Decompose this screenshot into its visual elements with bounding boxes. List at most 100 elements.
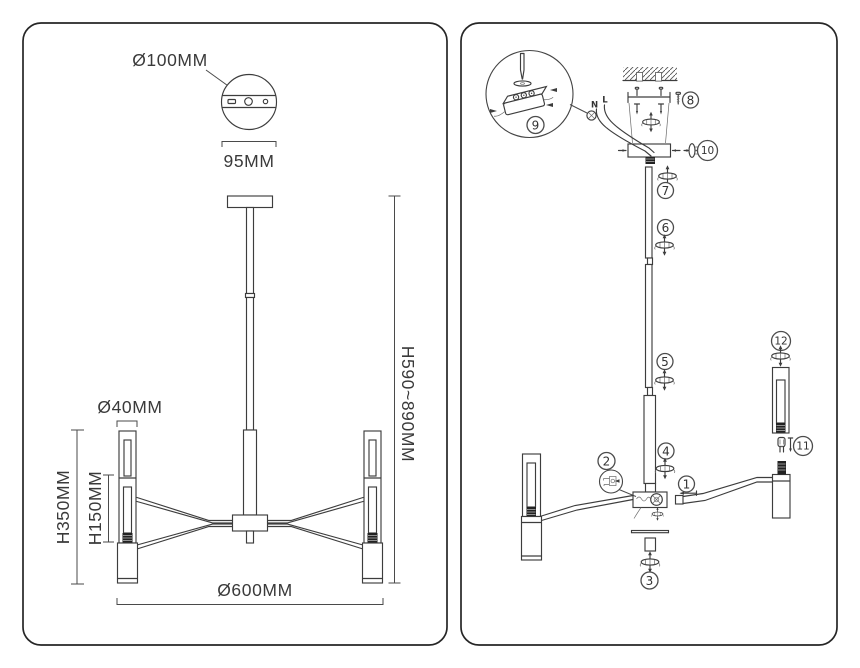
right-lamp	[361, 430, 384, 584]
step-number-9: 9	[532, 119, 540, 133]
step-badge-11	[792, 435, 814, 457]
dim-canopy-width: 95MM	[223, 151, 274, 171]
projection-lines	[628, 102, 670, 144]
insert-arrow-down	[787, 437, 794, 450]
canopy-nipple	[645, 157, 655, 164]
dim-canopy-diameter: Ø100MM	[132, 50, 208, 70]
lamp-cup	[520, 515, 543, 561]
step-number-7: 7	[662, 184, 670, 198]
terminal-block-icon	[493, 85, 554, 117]
wire-live	[603, 104, 655, 154]
step-badge-4	[657, 442, 675, 460]
arrow-icon	[550, 88, 557, 92]
inner-tube-upper	[123, 439, 132, 477]
canopy-center-hole	[244, 97, 253, 106]
canopy-side-hole	[262, 98, 269, 105]
hub-wires	[636, 496, 651, 502]
step-badge-7	[656, 181, 675, 200]
step-badge-5	[656, 352, 674, 371]
step-number-1: 1	[683, 478, 691, 492]
arrow-icon	[490, 109, 497, 113]
dim-bracket-h350	[71, 429, 84, 585]
dim-height-range: H590~890MM	[398, 346, 418, 462]
wire-neutral	[595, 108, 652, 157]
dim-lamp-height: H350MM	[53, 470, 73, 545]
lower-tube	[643, 394, 657, 485]
wire-label-live: L	[602, 96, 608, 106]
rod-connector	[646, 257, 654, 266]
screw-up-icon	[634, 86, 664, 97]
screw-icon	[675, 91, 681, 105]
ceiling-hatch	[622, 67, 678, 82]
canopy-band	[221, 94, 277, 109]
socket-stud	[777, 461, 786, 475]
cover-plate	[630, 529, 670, 534]
step-number-3: 3	[646, 574, 654, 588]
hub-hanging-wire	[633, 507, 642, 519]
step-number-4: 4	[662, 445, 670, 459]
step-number-5: 5	[661, 355, 669, 369]
dim-shade-diameter: Ø40MM	[97, 397, 162, 417]
dimension-annotations: Ø40MM H350MM H150MM Ø600MM H590~890MM	[53, 195, 418, 605]
wire-label-neutral: N	[591, 101, 598, 111]
wiring-detail-circle: 9	[485, 49, 588, 139]
detail-leader	[569, 104, 588, 114]
arm-bottom-line	[682, 481, 774, 505]
step-number-8: 8	[687, 94, 695, 108]
hub-cover-parts: 3	[630, 529, 670, 590]
rod-sections: 7 6 5 4	[643, 164, 678, 493]
connector-detail: 2	[597, 451, 624, 494]
step-badge-10	[696, 139, 719, 162]
step-number-6: 6	[662, 221, 670, 235]
screw-down-icon	[633, 103, 665, 115]
inner-tube	[775, 379, 786, 424]
step-number-10: 10	[701, 145, 714, 157]
arm-insert: 1	[677, 475, 698, 496]
step-badge-9	[526, 115, 545, 135]
dim-bracket-600	[116, 598, 384, 605]
lamp-cup	[361, 542, 384, 584]
step-number-11: 11	[796, 441, 809, 453]
hub-stub	[245, 530, 255, 544]
arm-open-end	[674, 494, 684, 505]
anchor-notch	[655, 72, 662, 82]
left-lamp	[116, 430, 139, 584]
washer-icon	[513, 80, 532, 87]
fixture-front-view	[116, 195, 384, 584]
dim-bracket-height	[388, 195, 401, 584]
step-badge-1	[677, 475, 696, 493]
arrow-icon	[546, 103, 553, 107]
dim-bracket-h150	[103, 474, 114, 543]
step-badge-6	[656, 218, 675, 237]
canopy-bolt: 10	[683, 139, 719, 162]
supply-wires: N L	[586, 96, 681, 164]
step-badge-8	[681, 91, 700, 109]
step-number-12: 12	[774, 336, 787, 348]
step-badge-2	[597, 451, 616, 471]
rod-section-upper	[644, 166, 653, 259]
step-badge-3	[640, 571, 659, 590]
left-arms	[136, 496, 234, 550]
inner-tube	[526, 462, 537, 508]
left-lamp-assembled	[520, 453, 634, 561]
hub-boss	[644, 482, 657, 493]
square-nut	[644, 537, 657, 552]
dim-fixture-diameter: Ø600MM	[217, 580, 293, 600]
inner-tube-upper	[368, 439, 377, 477]
canopy-detail: Ø100MM 95MM	[132, 50, 278, 171]
step-number-2: 2	[603, 455, 611, 469]
arm-top-line	[540, 494, 634, 517]
lamp-cup	[116, 542, 139, 584]
dim-bracket-40	[116, 420, 138, 427]
screwdriver-icon	[519, 52, 525, 80]
rod-connector	[646, 386, 654, 397]
mounting-bracket: 8	[627, 86, 700, 144]
bulb-icon	[777, 436, 786, 453]
anchor-notch	[636, 72, 643, 82]
rod-section-lower	[644, 263, 653, 389]
canopy-slot	[227, 98, 237, 105]
dim-shade-height: H150MM	[85, 471, 105, 546]
dim-bracket-95	[221, 141, 277, 147]
